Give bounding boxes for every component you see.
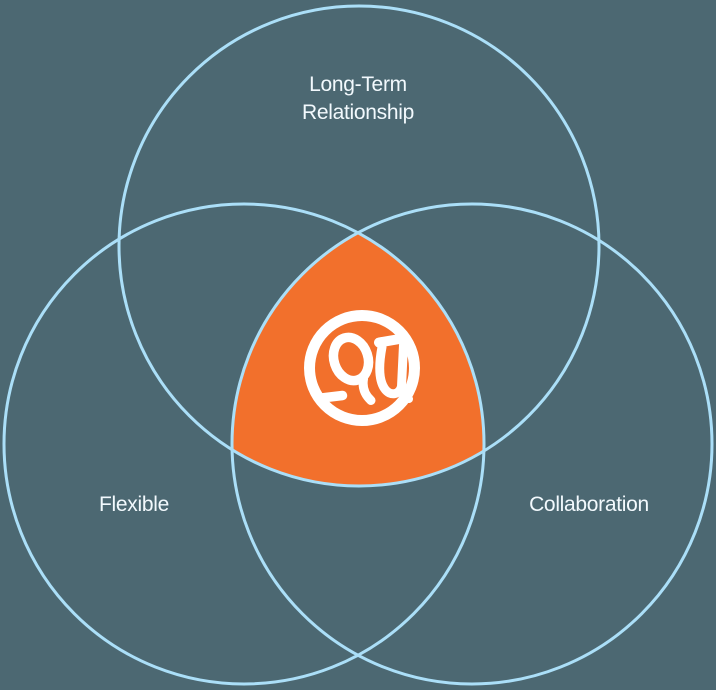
label-right-circle: Collaboration: [529, 493, 649, 516]
venn-circle-collaboration: [230, 202, 714, 686]
label-top-line2: Relationship: [302, 101, 414, 124]
logo-icon: [304, 310, 420, 426]
venn-circle-flexible: [2, 202, 486, 686]
label-top-line1: Long-Term: [309, 73, 407, 96]
logo-ring-circle: [304, 310, 420, 426]
venn-circle-long-term-relationship: [117, 4, 601, 488]
label-left-circle: Flexible: [99, 493, 169, 516]
logo-monogram-glyphs: [316, 332, 413, 405]
label-top-circle: Long-Term Relationship: [302, 71, 414, 127]
venn-intersection-shape: [231, 233, 485, 487]
